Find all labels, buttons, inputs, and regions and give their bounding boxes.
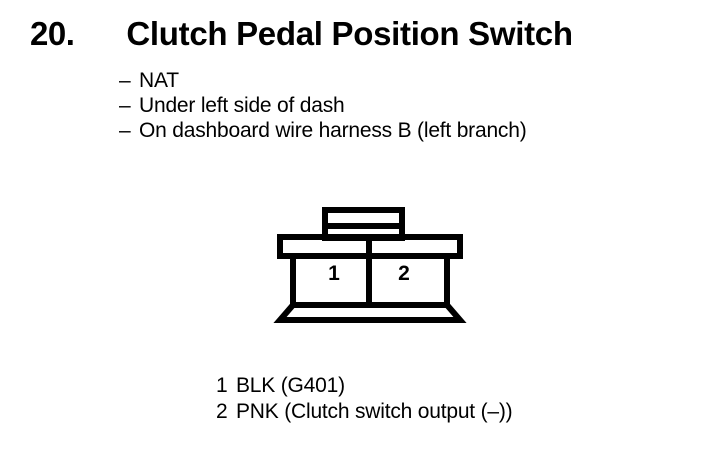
note-item: –On dashboard wire harness B (left branc…: [119, 118, 679, 143]
pin-legend: 1 BLK (G401) 2 PNK (Clutch switch output (…: [216, 373, 513, 425]
cavity-number-2: 2: [398, 262, 410, 285]
legend-pin-number: 2: [216, 400, 228, 423]
bullet-dash-icon: –: [119, 94, 131, 117]
legend-pin-text: PNK (Clutch switch output (–)): [236, 400, 513, 423]
note-item: –Under left side of dash: [119, 93, 679, 118]
bullet-dash-icon: –: [119, 119, 131, 142]
connector-outline: [273, 207, 467, 323]
note-text: Under left side of dash: [139, 94, 345, 117]
bullet-dash-icon: –: [119, 69, 131, 92]
page-title: 20. Clutch Pedal Position Switch: [30, 17, 573, 50]
cavity-number-1: 1: [328, 262, 340, 285]
connector-diagram: 1 2: [270, 200, 470, 330]
legend-row: 1 BLK (G401): [216, 373, 512, 399]
note-item: –NAT: [119, 68, 679, 93]
title-text: Clutch Pedal Position Switch: [126, 15, 573, 52]
legend-row: 2 PNK (Clutch switch output (–)): [216, 399, 513, 425]
note-text: NAT: [139, 69, 179, 92]
note-text: On dashboard wire harness B (left branch…: [139, 119, 527, 142]
legend-pin-number: 1: [216, 374, 228, 397]
item-number: 20.: [30, 15, 75, 52]
notes-list: –NAT –Under left side of dash –On dashbo…: [119, 68, 679, 143]
connector-shell-body: [273, 234, 467, 323]
legend-pin-text: BLK (G401): [236, 374, 345, 397]
